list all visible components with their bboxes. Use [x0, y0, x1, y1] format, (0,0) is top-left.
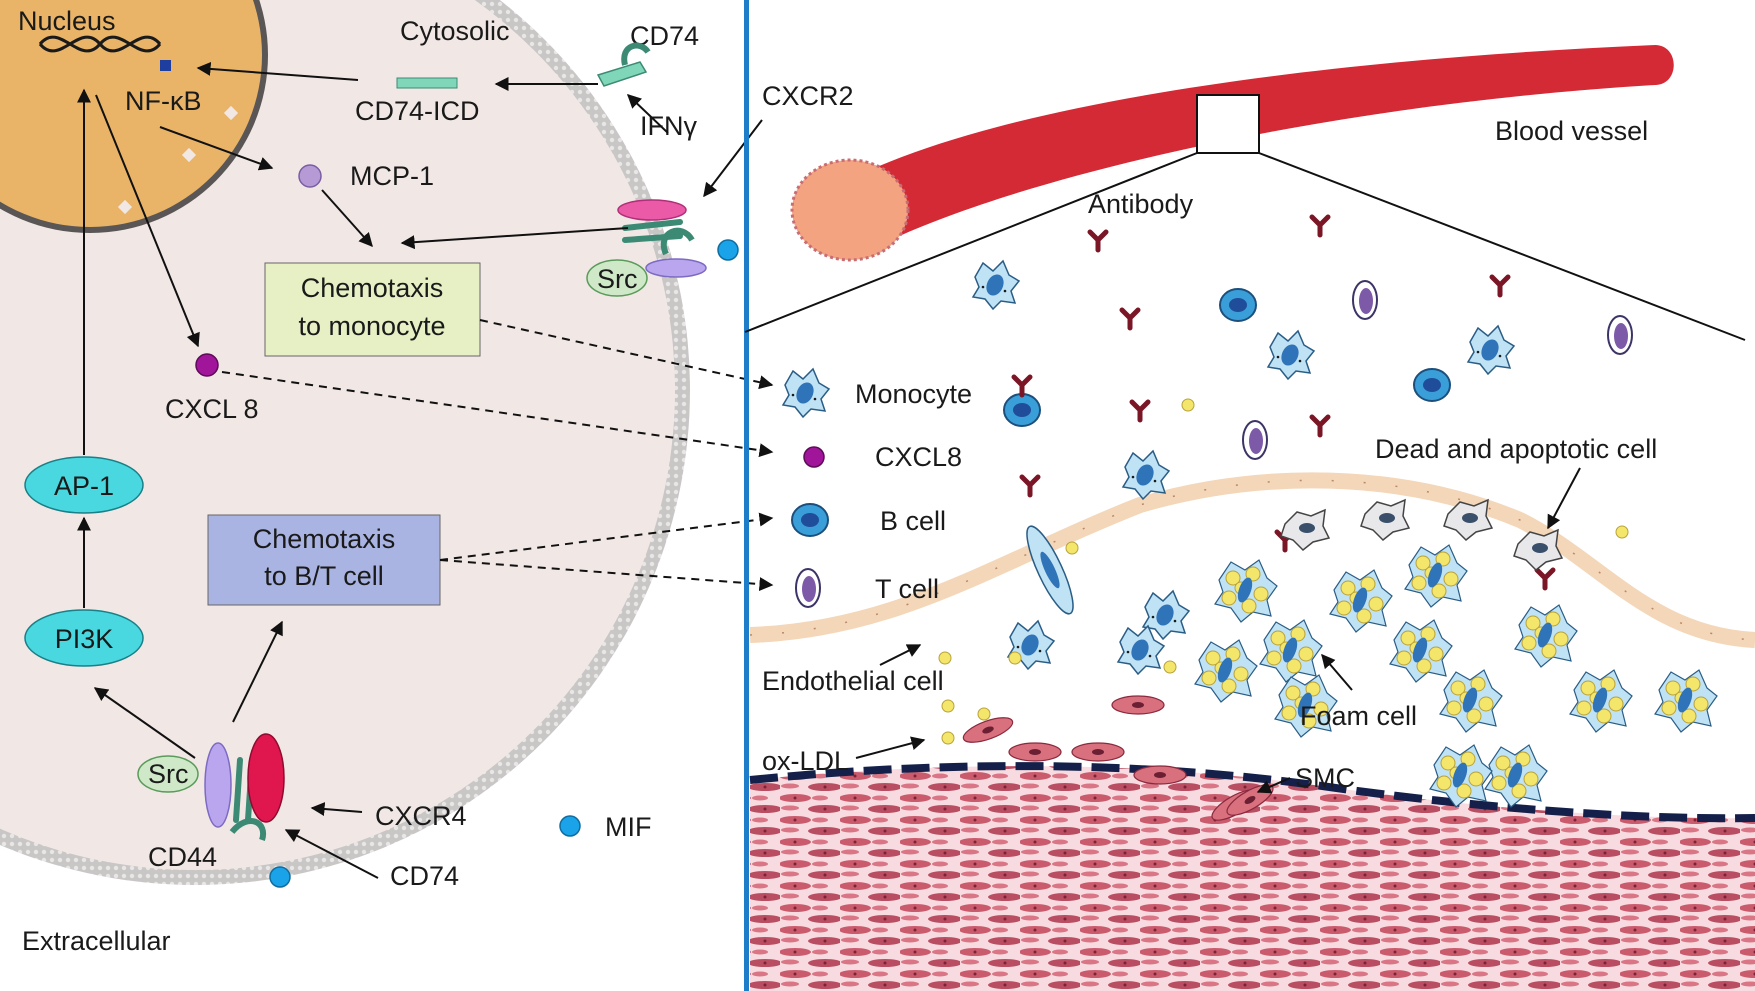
label-dead-apoptotic: Dead and apoptotic cell: [1375, 434, 1657, 464]
dna-helix-icon: [38, 35, 171, 71]
foam-cells: [1194, 544, 1718, 808]
label-chemotaxis-bt-1: Chemotaxis: [253, 524, 396, 554]
ox-ldl-particles: [941, 699, 991, 745]
left-panel: Nucleus Cytosolic CD74 CD74-ICD NF-κB IF…: [0, 0, 854, 956]
lumen-cells: [972, 217, 1633, 588]
src-top-bubble: [586, 259, 648, 297]
label-cd44: CD44: [148, 842, 217, 872]
label-chemotaxis-monocyte-1: Chemotaxis: [301, 273, 444, 303]
legend-tcell-icon: [795, 568, 821, 608]
legend-monocyte-icon: [782, 368, 830, 418]
right-panel: Blood vessel Antibody Monocyte CXCL8 B c…: [744, 45, 1755, 991]
label-pi3k: PI3K: [55, 624, 114, 654]
cxcr2-receptor-complex: [617, 199, 739, 278]
label-extracellular: Extracellular: [22, 926, 171, 956]
label-legend-bcell: B cell: [880, 506, 946, 536]
cd74-receptor-top: [596, 42, 651, 87]
legend-bcell-icon: [791, 503, 829, 537]
label-cytosolic: Cytosolic: [400, 16, 510, 46]
cd74-receptor-bottom: [229, 818, 267, 841]
label-antibody: Antibody: [1088, 189, 1194, 219]
internal-elastic-lamina: [749, 762, 1755, 823]
endothelium: [749, 472, 1755, 648]
cxcr4-receptor: [247, 733, 285, 823]
cytoplasm: [0, 0, 675, 870]
pi3k-node: [24, 609, 144, 667]
pathway-arrows: [77, 61, 763, 879]
label-legend-tcell: T cell: [875, 574, 939, 604]
src-bottom-bubble: [137, 755, 199, 793]
label-nfkb: NF-κB: [125, 86, 202, 116]
label-cxcl8: CXCL 8: [165, 394, 259, 424]
label-src-top: Src: [597, 264, 638, 294]
cd44-receptor: [204, 742, 232, 828]
legend-cxcl8-icon: [803, 446, 825, 468]
zoom-box: [1196, 94, 1260, 154]
label-mcp1: MCP-1: [350, 161, 434, 191]
dashed-legend-arrows: [221, 319, 774, 592]
cxcl8-icon: [195, 353, 219, 377]
mif-dot-bottom: [269, 866, 291, 888]
label-chemotaxis-bt-2: to B/T cell: [264, 561, 384, 591]
mcp1-icon: [298, 164, 322, 188]
panel-divider: [744, 0, 749, 991]
cd74-icd-fragment: [396, 77, 458, 89]
label-cxcr2: CXCR2: [762, 81, 854, 111]
label-ap1: AP-1: [54, 471, 114, 501]
label-smc: SMC: [1295, 763, 1355, 793]
label-cxcr4: CXCR4: [375, 801, 467, 831]
label-legend-cxcl8: CXCL8: [875, 442, 962, 472]
label-ox-ldl: ox-LDL: [762, 746, 849, 776]
transmigrating-monocytes: [938, 525, 1190, 675]
label-src-bottom: Src: [148, 759, 189, 789]
vessel-lumen: [790, 158, 910, 262]
label-foam-cell: Foam cell: [1300, 701, 1417, 731]
mif-dot-top: [717, 239, 739, 261]
nucleus: [0, 0, 262, 227]
ap1-node: [24, 456, 144, 514]
blood-vessel: [800, 45, 1674, 255]
label-nucleus: Nucleus: [18, 6, 116, 36]
mif-legend-icon: [559, 815, 581, 837]
label-legend-monocyte: Monocyte: [855, 379, 972, 409]
chemotaxis-bt-box: [207, 514, 441, 606]
label-cd74-icd: CD74-ICD: [355, 96, 480, 126]
chemotaxis-monocyte-box: [264, 262, 481, 357]
label-endothelial: Endothelial cell: [762, 666, 944, 696]
label-mif: MIF: [605, 812, 652, 842]
label-blood-vessel: Blood vessel: [1495, 116, 1648, 146]
label-cd74-bottom: CD74: [390, 861, 459, 891]
cxcr4-cd44-complex: [137, 733, 285, 841]
label-chemotaxis-monocyte-2: to monocyte: [298, 311, 445, 341]
smooth-muscle-layer: [750, 766, 1755, 991]
